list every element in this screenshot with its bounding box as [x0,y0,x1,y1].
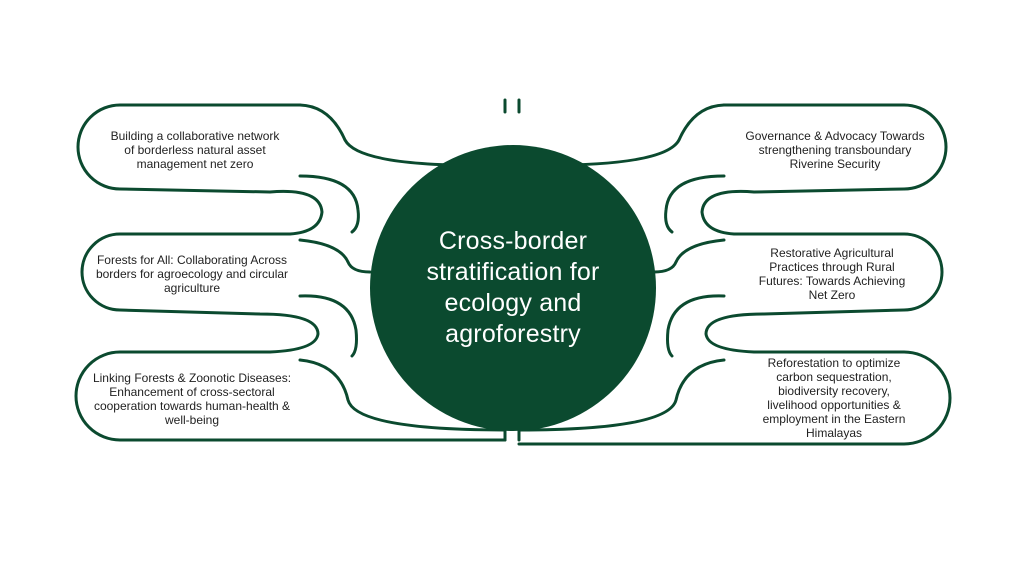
node-right-2: Restorative Agricultural Practices throu… [726,236,938,312]
node-left-3: Linking Forests & Zoonotic Diseases: Enh… [86,357,298,441]
right-outer-contour [517,103,952,446]
center-title: Cross-border stratification for ecology … [426,227,600,348]
node-left-2-text: Forests for All: Collaborating Across bo… [95,253,289,295]
node-right-3: Reforestation to optimize carbon sequest… [726,352,942,444]
right-inner-contour-4 [666,294,726,358]
left-inner-contour-2 [298,174,360,234]
center-circle: Cross-border stratification for ecology … [370,145,656,431]
left-inner-contour-4 [298,294,358,358]
left-inner-contour-5 [298,358,507,432]
node-right-1: Governance & Advocacy Towards strengthen… [730,108,940,192]
node-left-1: Building a collaborative network of bord… [90,108,300,192]
node-left-3-text: Linking Forests & Zoonotic Diseases: Enh… [92,371,292,427]
right-inner-contour-2 [664,174,726,234]
node-right-1-text: Governance & Advocacy Towards strengthen… [745,129,925,171]
node-left-1-text: Building a collaborative network of bord… [110,129,280,171]
node-right-2-text: Restorative Agricultural Practices throu… [758,246,906,302]
node-left-2: Forests for All: Collaborating Across bo… [86,236,298,312]
left-outer-contour [74,103,507,442]
node-right-3-text: Reforestation to optimize carbon sequest… [762,356,906,440]
right-inner-contour-3 [652,238,726,274]
left-inner-contour-3 [298,238,372,274]
right-inner-contour-5 [517,358,726,432]
